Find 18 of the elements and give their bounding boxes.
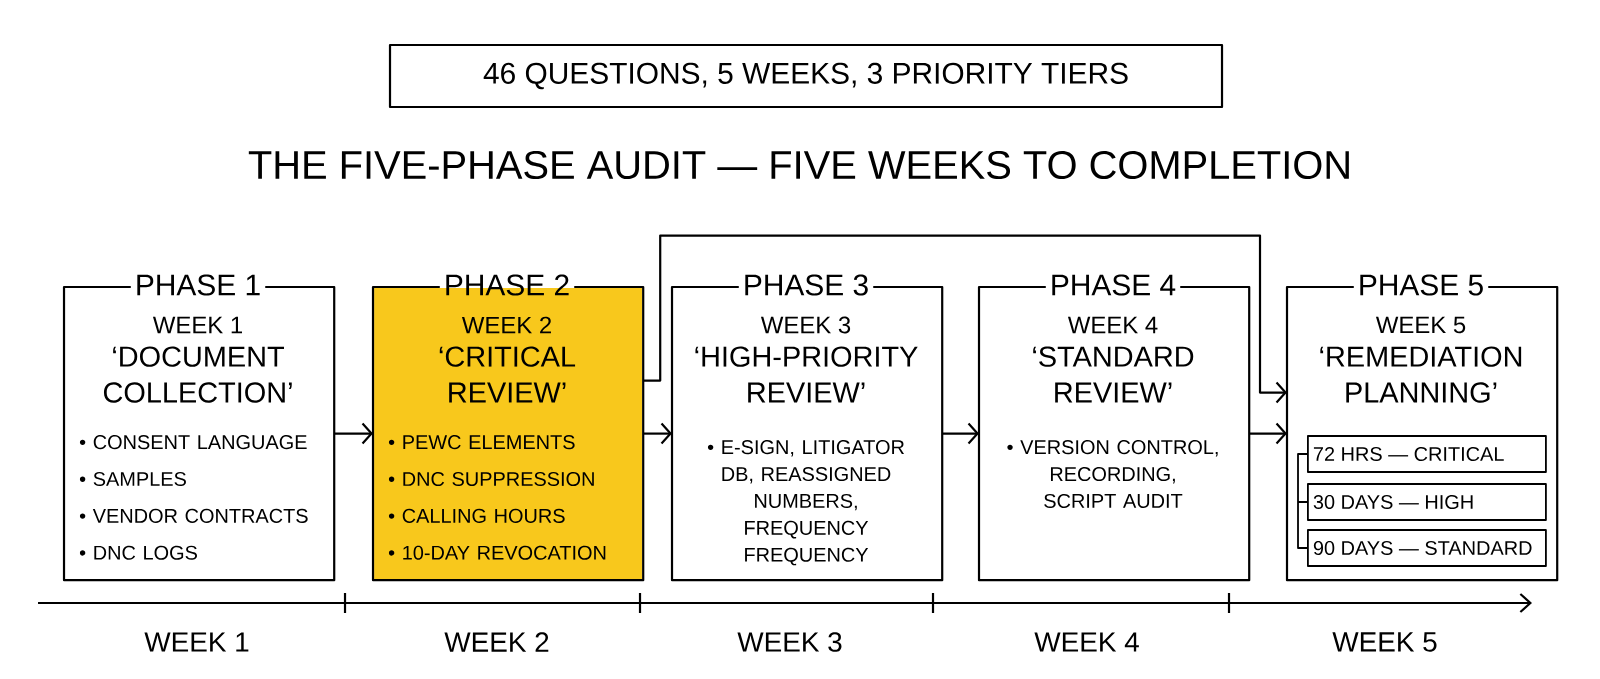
title: THE FIVE-PHASE AUDIT — FIVE WEEKS TO COMPLETION: [248, 150, 1349, 180]
arrow: [334, 422, 373, 445]
arrow: [942, 422, 979, 445]
axis-label: WEEK 5: [1332, 632, 1437, 652]
arrow: [643, 422, 672, 445]
axis-label: WEEK 1: [144, 632, 249, 652]
deadline-box: 30 DAYS — HIGH: [1307, 483, 1547, 521]
deadline-box: 90 DAYS — STANDARD: [1307, 529, 1547, 567]
banner-box: 46 QUESTIONS, 5 WEEKS, 3 PRIORITY TIERS: [388, 43, 1224, 109]
phase-box: PHASE 3 WEEK 3 ‘HIGH-PRIORITY REVIEW’ • E-SIGN, LITIGATOR DB, REASSIGNED NUMBERS, FREQUENCY FREQUENCY: [670, 274, 944, 582]
axis-label: WEEK 3: [737, 632, 842, 652]
arrow: [643, 234, 1287, 404]
deadline-box: 72 HRS — CRITICAL: [1307, 435, 1547, 473]
axis-label: WEEK 4: [1034, 632, 1139, 652]
axis-label: WEEK 2: [444, 632, 549, 652]
phase-box: PHASE 4 WEEK 4 ‘STANDARD REVIEW’ • VERSION CONTROL, RECORDING, SCRIPT AUDIT: [977, 274, 1251, 582]
arrow: [1249, 422, 1287, 445]
phase-box: PHASE 1 WEEK 1 ‘DOCUMENT COLLECTION’ • CONSENT LANGUAGE • SAMPLES • VENDOR CONTRACTS • DNC LOGS: [62, 274, 336, 582]
